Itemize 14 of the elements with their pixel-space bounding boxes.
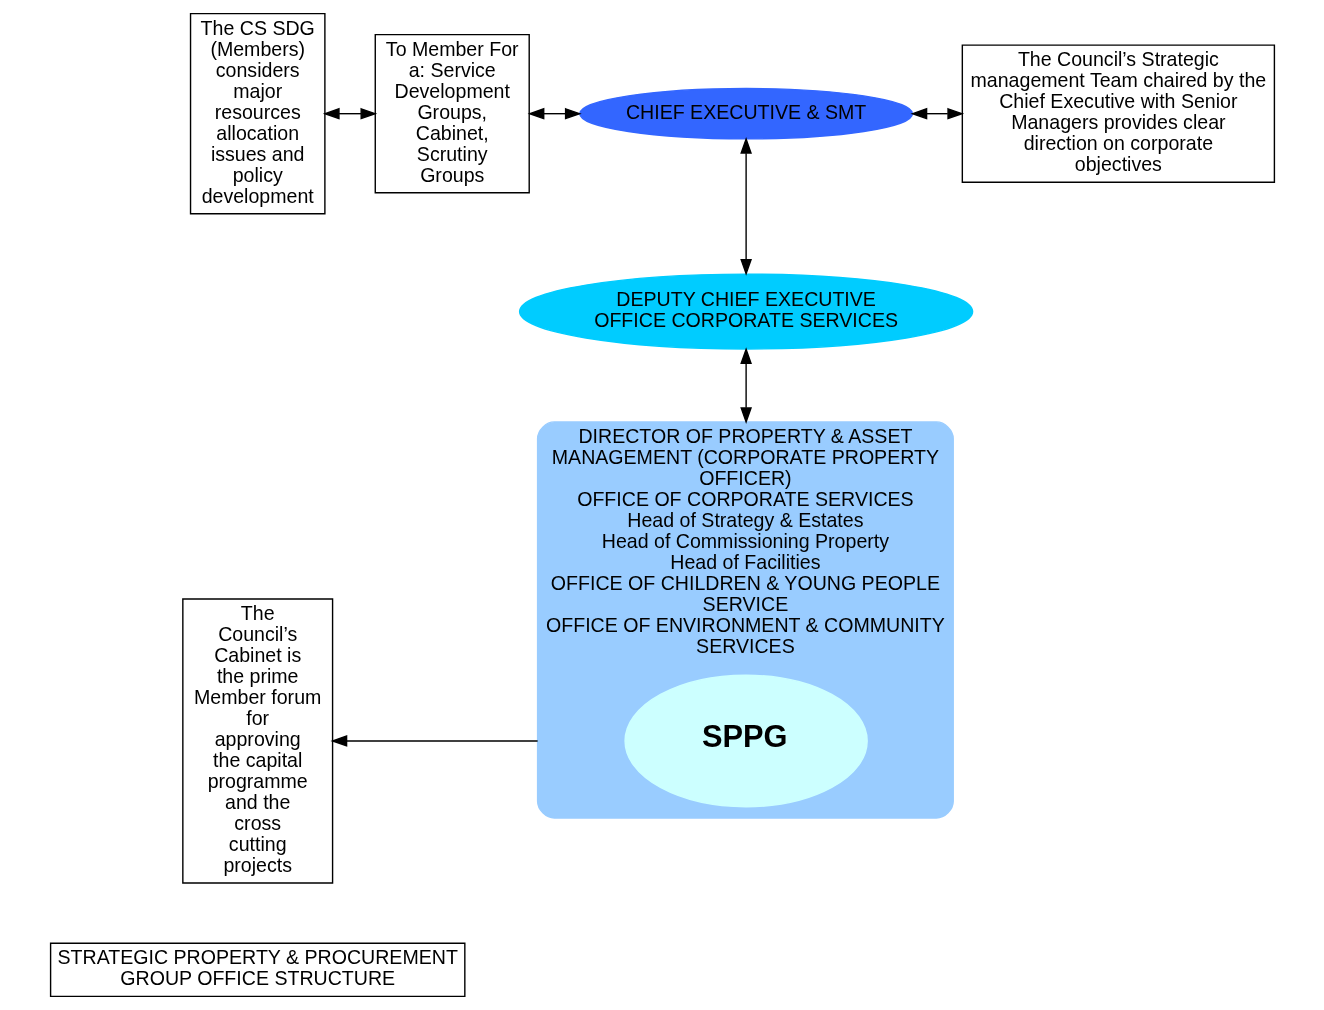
arrow: [330, 735, 538, 747]
node-box: The Council’s Cabinet is the prime Member forum for approving the capital programme and the cross cutting projects: [181, 598, 333, 884]
node-box: The CS SDG (Members) considers major resources allocation issues and policy development: [189, 12, 326, 215]
node-box: To Member For a: Service Development Groups, Cabinet, Scrutiny Groups: [374, 33, 530, 194]
arrow: [739, 136, 752, 276]
node-box: The Council’s Strategic management Team chaired by the Chief Executive with Senior Managers provides clear direction on corporate objectives: [961, 44, 1275, 183]
node-ellipse: SPPG: [623, 674, 868, 808]
arrow: [910, 107, 964, 120]
node-box: STRATEGIC PROPERTY & PROCUREMENT GROUP OFFICE STRUCTURE: [49, 942, 466, 998]
arrow: [322, 107, 377, 120]
node-ellipse: CHIEF EXECUTIVE & SMT: [578, 87, 913, 140]
node-ellipse: DEPUTY CHIEF EXECUTIVE OFFICE CORPORATE SERVICES: [518, 273, 973, 350]
arrow: [739, 347, 752, 424]
arrow: [527, 107, 582, 120]
